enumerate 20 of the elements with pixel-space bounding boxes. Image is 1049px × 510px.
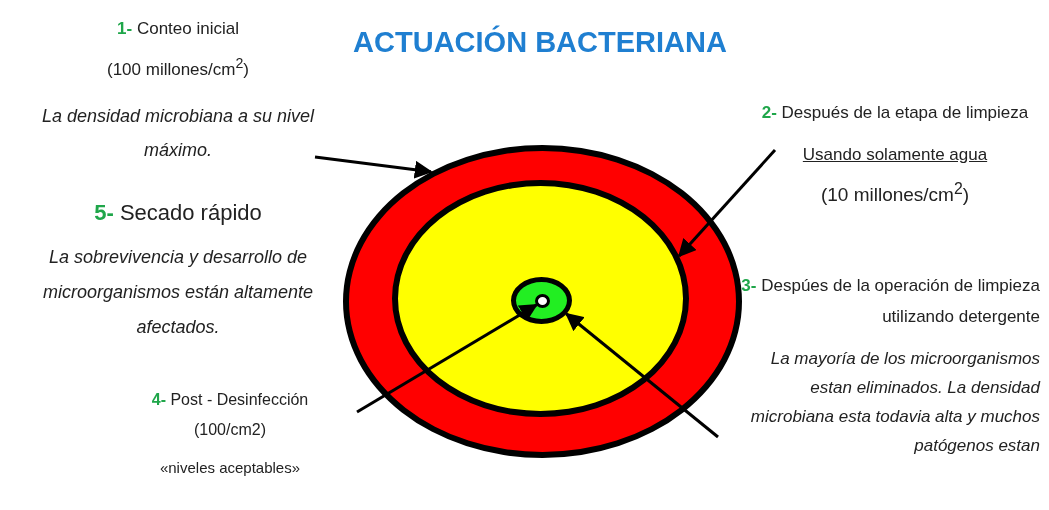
description-text: La densidad microbiana a su nivel máximo. <box>40 104 316 162</box>
density-value: (100 millones/cm$^{2}$) <box>105 54 250 81</box>
method-note: Usando solamente agua <box>801 144 989 166</box>
arrow <box>356 303 538 414</box>
arrow <box>677 149 777 258</box>
description-text: La mayoría de los microorganismos estan eliminados. La densidad microbiana esta todavia alta y muchos patógenos estan <box>749 348 1040 457</box>
center-circle <box>511 277 572 324</box>
density-value: (10 millones/cm$^{2}$) <box>819 179 971 208</box>
arrow <box>565 312 719 439</box>
center-dot <box>535 294 550 308</box>
density-value: (100/cm2) <box>193 420 267 440</box>
step-heading: 5- Secado rápido <box>93 199 263 227</box>
arrow <box>314 155 433 179</box>
step-heading: 3- Despúes de la operación de limpieza utilizando detergente <box>740 275 1040 328</box>
step-heading: 2- Después de la etapa de limpieza <box>760 102 1030 124</box>
title: ACTUACIÓN BACTERIANA <box>352 26 728 59</box>
description-text: La sobrevivencia y desarrollo de microorganismos están altamente afectados. <box>41 246 315 339</box>
acceptable-note: «niveles aceptables» <box>158 458 302 478</box>
step-heading: 1- Conteo inicial <box>116 18 240 40</box>
step-heading: 4- Post - Desinfección <box>150 390 310 410</box>
